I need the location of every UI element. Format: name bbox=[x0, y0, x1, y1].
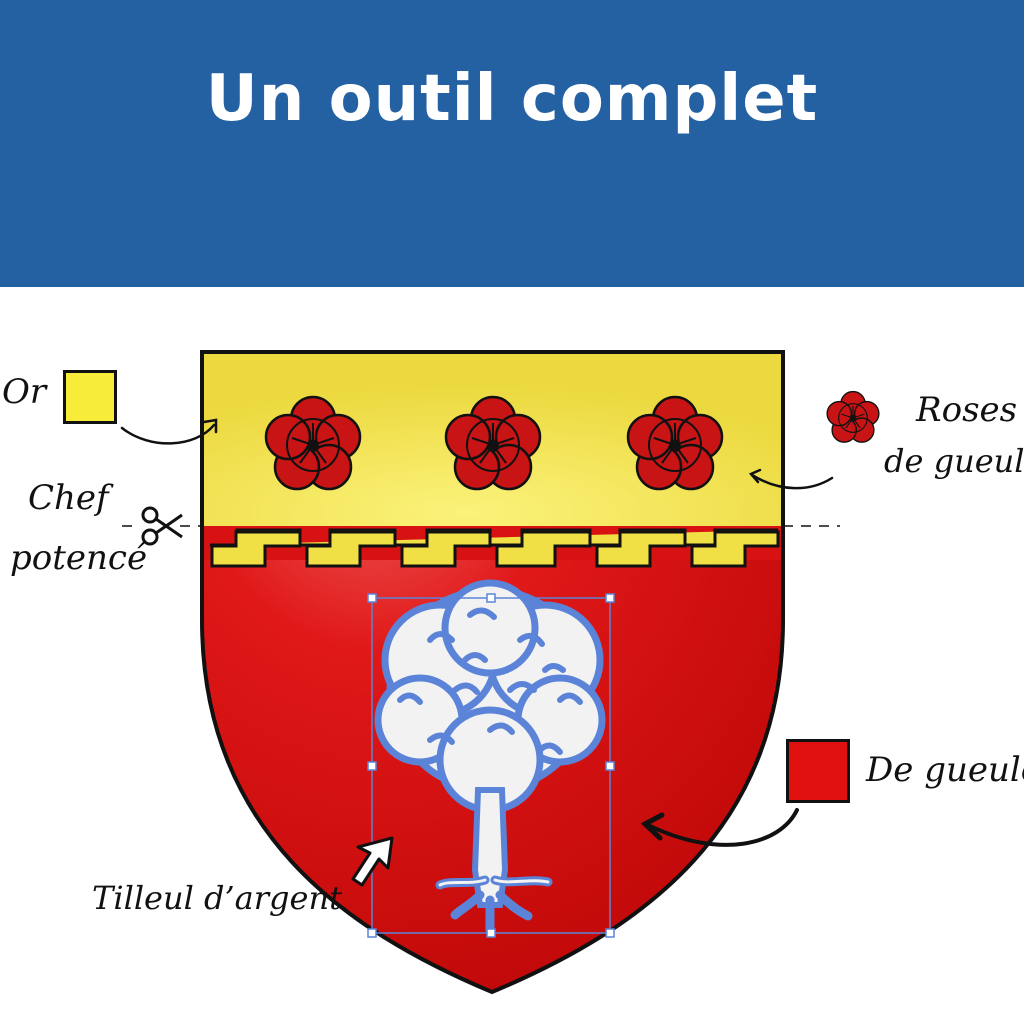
selection-handle[interactable] bbox=[605, 593, 615, 603]
selection-handle[interactable] bbox=[486, 928, 496, 938]
potence-label: potencé bbox=[10, 538, 148, 578]
gueule-swatch bbox=[786, 739, 850, 803]
selection-handle[interactable] bbox=[367, 593, 377, 603]
gueule-label: De gueule bbox=[866, 750, 1024, 790]
or-label: Or bbox=[2, 372, 47, 412]
header-banner: Un outil complet bbox=[0, 0, 1024, 287]
selection-box[interactable] bbox=[367, 593, 615, 938]
selection-handle[interactable] bbox=[367, 761, 377, 771]
potence-teeth bbox=[210, 530, 780, 568]
selection-handle[interactable] bbox=[367, 928, 377, 938]
or-arrow bbox=[120, 418, 218, 445]
tilleul-label: Tilleul d’argent bbox=[92, 879, 342, 917]
gueule-arrow bbox=[640, 808, 799, 847]
page-title: Un outil complet bbox=[205, 62, 819, 136]
tilleul-tree bbox=[374, 579, 606, 935]
coat-of-arms-diagram bbox=[120, 350, 880, 995]
roses-label: Roses bbox=[916, 390, 1018, 430]
de-gueules-label: de gueules bbox=[884, 442, 1024, 480]
or-swatch bbox=[63, 370, 117, 424]
roses-arrow bbox=[748, 468, 834, 490]
selection-handle[interactable] bbox=[605, 928, 615, 938]
chef-label: Chef bbox=[28, 478, 109, 518]
shield-outline bbox=[200, 350, 785, 995]
selection-handle[interactable] bbox=[605, 761, 615, 771]
selection-handle[interactable] bbox=[486, 593, 496, 603]
scissors-icon bbox=[141, 506, 183, 546]
rose-icon bbox=[826, 390, 880, 443]
cursor-arrow-icon bbox=[351, 836, 394, 887]
